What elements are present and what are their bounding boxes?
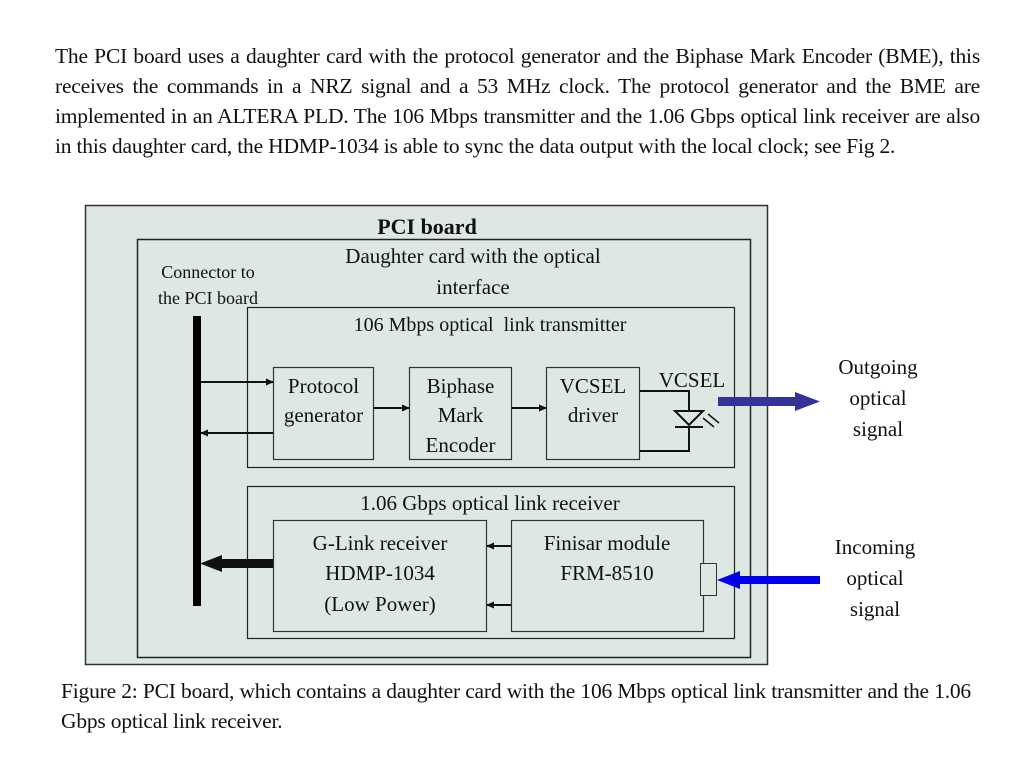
connector-label-line1: Connector to bbox=[161, 262, 254, 282]
arrow-glink-to-connector bbox=[200, 555, 273, 572]
incoming-label-line2: optical bbox=[846, 566, 903, 590]
glink-receiver-line1: G-Link receiver bbox=[313, 531, 448, 555]
figure-caption: Figure 2: PCI board, which contains a da… bbox=[61, 679, 971, 733]
vcsel-driver-line1: VCSEL bbox=[560, 374, 627, 398]
pci-connector-bar bbox=[193, 316, 201, 606]
protocol-generator-line2: generator bbox=[284, 403, 363, 427]
receiver-title: 1.06 Gbps optical link receiver bbox=[360, 491, 620, 515]
outgoing-label-line1: Outgoing bbox=[838, 355, 918, 379]
protocol-generator-line1: Protocol bbox=[288, 374, 359, 398]
incoming-label-line3: signal bbox=[850, 597, 900, 621]
incoming-optical-arrow bbox=[717, 571, 820, 589]
finisar-module-box bbox=[510, 519, 705, 633]
incoming-label-line1: Incoming bbox=[835, 535, 916, 559]
intro-paragraph: The PCI board uses a daughter card with … bbox=[55, 44, 980, 158]
transmitter-title: 106 Mbps optical link transmitter bbox=[354, 314, 627, 336]
daughter-card-title-line2: interface bbox=[436, 275, 509, 299]
vcsel-diode-icon bbox=[640, 390, 720, 452]
outgoing-label-line2: optical bbox=[849, 386, 906, 410]
vcsel-label: VCSEL bbox=[659, 368, 726, 392]
glink-receiver-line3: (Low Power) bbox=[324, 592, 435, 616]
pci-board-title: PCI board bbox=[377, 214, 477, 239]
vcsel-driver-box bbox=[545, 366, 641, 461]
finisar-module-line2: FRM-8510 bbox=[560, 561, 653, 585]
vcsel-driver-line2: driver bbox=[568, 403, 618, 427]
connector-label-line2: the PCI board bbox=[158, 288, 258, 308]
bme-line1: Biphase bbox=[427, 374, 495, 398]
glink-receiver-line2: HDMP-1034 bbox=[325, 561, 435, 585]
outgoing-optical-arrow bbox=[718, 392, 820, 411]
finisar-module-line1: Finisar module bbox=[544, 531, 671, 555]
bme-line3: Encoder bbox=[426, 433, 496, 457]
outgoing-label-line3: signal bbox=[853, 417, 903, 441]
bme-box bbox=[408, 366, 513, 461]
protocol-generator-box bbox=[272, 366, 375, 461]
bme-line2: Mark bbox=[438, 403, 484, 427]
daughter-card-title-line1: Daughter card with the optical bbox=[345, 244, 601, 268]
glink-receiver-box bbox=[272, 519, 488, 633]
optical-port bbox=[700, 563, 717, 596]
